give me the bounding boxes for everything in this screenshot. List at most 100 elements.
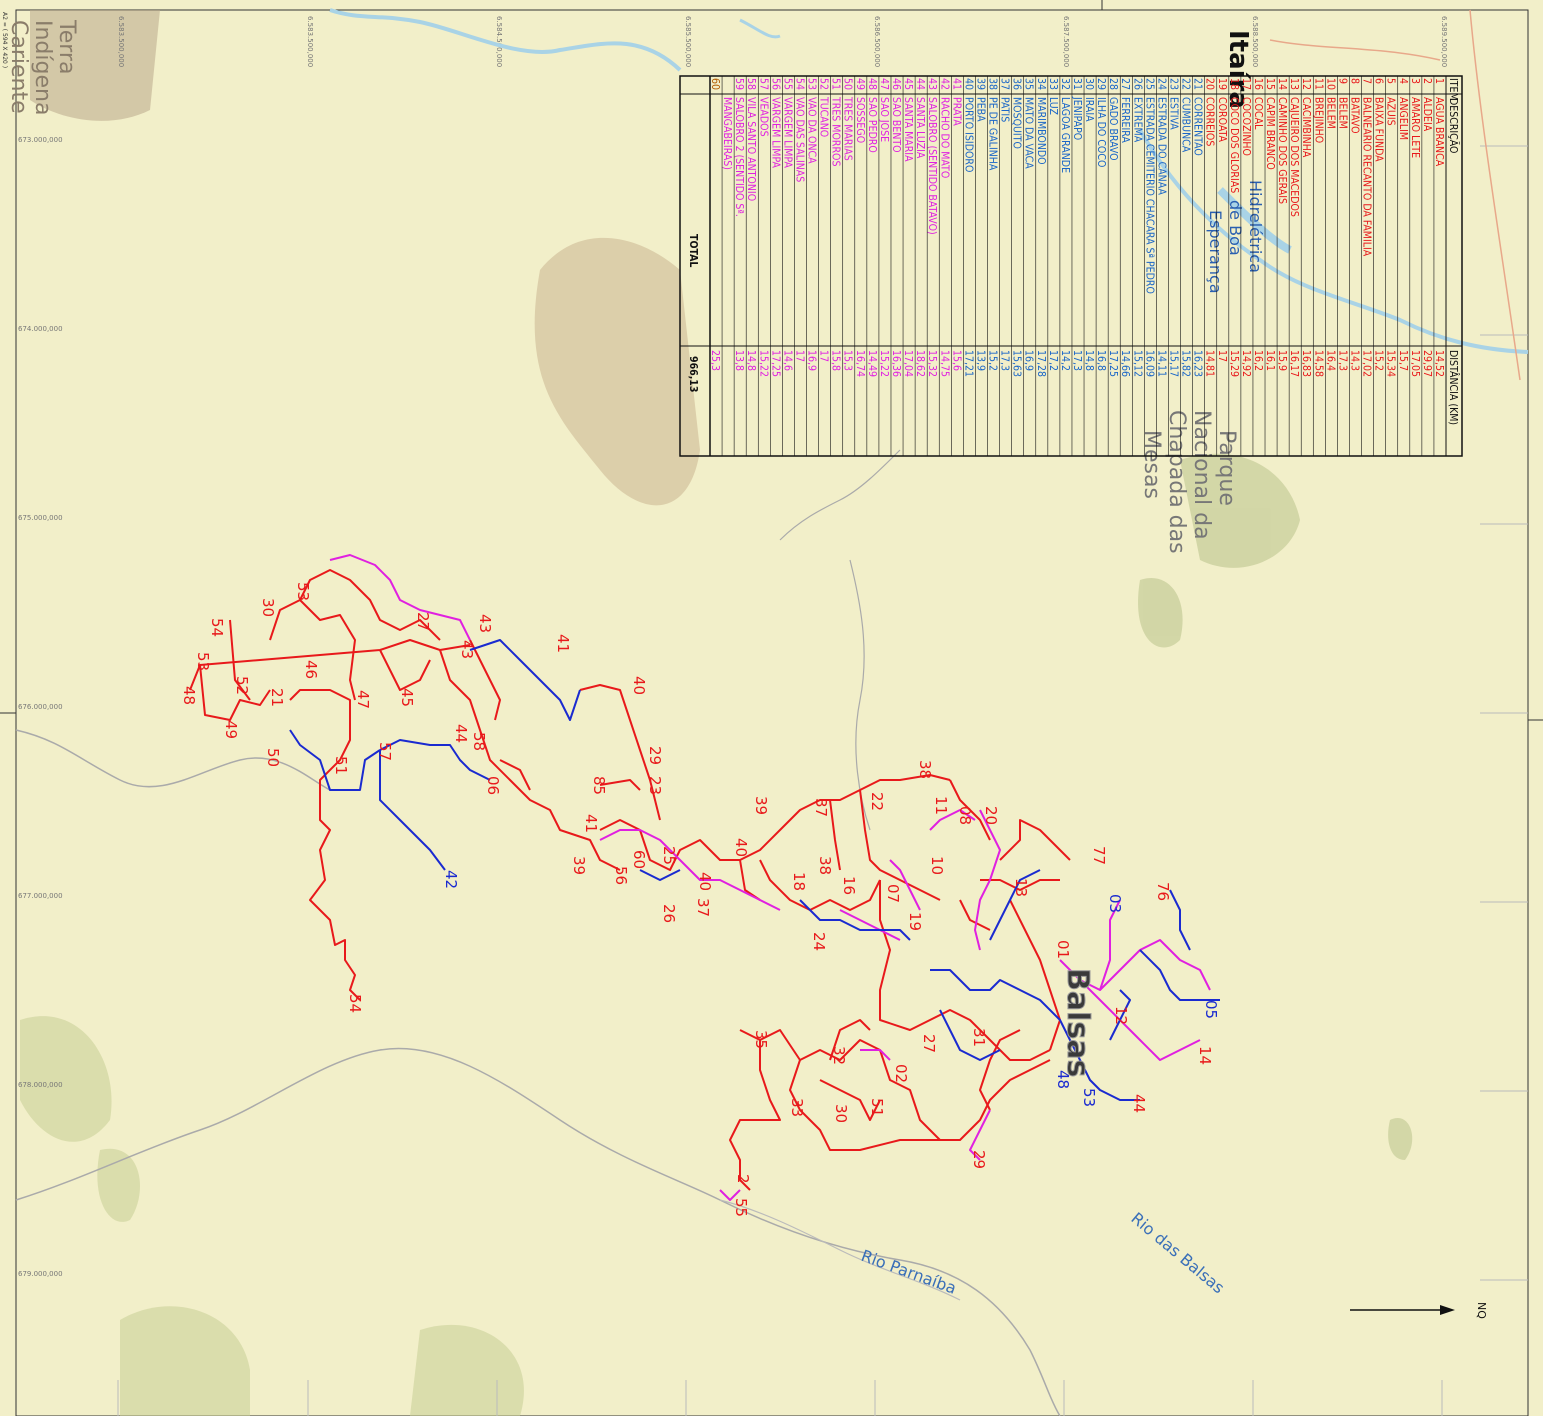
table-cell-distance: 16,83 xyxy=(1300,350,1312,377)
table-cell-description: COCAL xyxy=(1252,97,1264,130)
table-cell-item: 9 xyxy=(1336,78,1348,84)
table-cell-distance: 17 xyxy=(793,350,805,362)
table-cell-distance: 16,09 xyxy=(1143,350,1155,377)
table-cell-distance: 14,92 xyxy=(1240,350,1252,377)
table-cell-description: CORRENTAO xyxy=(1192,97,1204,156)
table-cell-distance: 18,62 xyxy=(914,350,926,377)
table-cell-item: 19 xyxy=(1216,78,1228,90)
route-label: 23 xyxy=(646,776,664,795)
table-cell-description: ILHA DO COCO xyxy=(1095,97,1107,167)
route-label: 37 xyxy=(812,798,830,817)
route-label: 40 xyxy=(630,676,648,695)
route-label: 46 xyxy=(302,660,320,679)
route-label: 45 xyxy=(398,688,416,707)
table-cell-item: 42 xyxy=(938,78,950,90)
route-label: 44 xyxy=(452,724,470,743)
table-cell-item: 15 xyxy=(1264,78,1276,90)
table-cell-item: 2 xyxy=(1421,78,1433,84)
route-label: 07 xyxy=(884,884,902,903)
route-label: 41 xyxy=(554,634,572,653)
y-grid-label-0: 673.000,000 xyxy=(18,136,63,144)
table-cell-item: 22 xyxy=(1180,78,1192,90)
route-label: 48 xyxy=(180,686,198,705)
y-grid-label-5: 678.000,000 xyxy=(18,1081,63,1089)
sheet-size-label: A2 = ( 594 X 420 ) xyxy=(1,12,8,68)
table-cell-description: SANTA LUZIA xyxy=(914,97,926,159)
table-border xyxy=(679,75,1463,457)
table-cell-description: ESTRADA DO CANAA xyxy=(1155,97,1167,195)
table-cell-distance: 16,74 xyxy=(854,350,866,377)
table-cell-item: 18 xyxy=(1228,78,1240,90)
route-label: 32 xyxy=(830,1046,848,1065)
table-cell-item: 53 xyxy=(806,78,818,90)
table-cell-distance: 15,2 xyxy=(987,350,999,371)
route-label: 52 xyxy=(233,676,251,695)
table-cell-description: AMARO LETE xyxy=(1409,97,1421,158)
table-cell-description: BREJINHO xyxy=(1312,97,1324,143)
x-grid-label-3: 6.586.500,000 xyxy=(873,16,881,67)
route-label: 51 xyxy=(868,1098,886,1117)
table-cell-description: COCOZINHO xyxy=(1240,97,1252,156)
table-cell-description: GADO BRAVO xyxy=(1107,97,1119,161)
table-cell-distance: 14,66 xyxy=(1119,350,1131,377)
table-cell-description: ALDEIA xyxy=(1421,97,1433,132)
y-grid-label-2: 675.000,000 xyxy=(18,514,63,522)
table-cell-distance: 14,8 xyxy=(1083,350,1095,371)
table-cell-description: BAIXA FUNDA xyxy=(1373,97,1385,162)
table-cell-item: 51 xyxy=(830,78,842,90)
table-cell-distance: 17,3 xyxy=(999,350,1011,371)
table-cell-description: BELEM xyxy=(1324,97,1336,129)
indigenous-land-line-3: Cariente xyxy=(6,20,31,114)
table-cell-item: 1 xyxy=(1433,78,1445,84)
table-cell-description: TRES MORROS xyxy=(830,96,842,166)
table-cell-item: 20 xyxy=(1204,78,1216,90)
route-label: 53 xyxy=(1080,1088,1098,1107)
route-label: 38 xyxy=(916,760,934,779)
table-cell-distance: 14,3 xyxy=(1348,350,1360,371)
route-label: 30 xyxy=(259,598,277,617)
table-cell-item: 6 xyxy=(1373,78,1385,84)
route-label: 44 xyxy=(1130,1094,1148,1113)
table-cell-distance: 17,02 xyxy=(1361,350,1373,377)
indigenous-land-line-1: Terra xyxy=(54,19,79,74)
route-label: 02 xyxy=(892,1064,910,1083)
table-cell-item: 59 xyxy=(733,78,745,90)
table-cell-item: 39 xyxy=(974,78,986,90)
route-label: 21 xyxy=(268,688,286,707)
table-cell-distance: 16,9 xyxy=(1023,350,1035,371)
table-cell-item: 5 xyxy=(1385,78,1397,84)
table-cell-distance: 17,3 xyxy=(1336,350,1348,371)
table-cell-item: 45 xyxy=(902,78,914,90)
table-cell-description: MATO DA VACA xyxy=(1023,97,1035,169)
table-cell-distance: 15,22 xyxy=(757,350,769,377)
route-label: 54 xyxy=(208,618,226,637)
table-cell-description: SOSSEGO xyxy=(854,97,866,143)
table-cell-item: 28 xyxy=(1107,78,1119,90)
table-cell-description: MARIMBONDO xyxy=(1035,97,1047,165)
route-label: 14 xyxy=(1196,1046,1214,1065)
grid-ticks xyxy=(117,145,1528,1416)
table-cell-distance: 15,3 xyxy=(842,350,854,371)
x-grid-label-4: 6.587.500,000 xyxy=(1062,16,1070,67)
table-cell-description: AZUIS xyxy=(1385,97,1397,126)
table-cell-distance: 17,28 xyxy=(1035,350,1047,377)
table-cell-description: LAGOA GRANDE xyxy=(1059,97,1071,173)
route-label: 49 xyxy=(222,720,240,739)
route-label: 05 xyxy=(1202,1000,1220,1019)
route-label: 2 xyxy=(734,1174,752,1184)
x-grid-label-6: 6.589.500,000 xyxy=(1440,16,1448,67)
route-label: 53 xyxy=(294,582,312,601)
route-label: 19 xyxy=(906,912,924,931)
table-cell-item: 36 xyxy=(1011,78,1023,90)
table-cell-description: ANGELIM xyxy=(1397,97,1409,140)
place-itaira: Itaíra xyxy=(1223,30,1253,109)
table-cell-description: CACIMBINHA xyxy=(1300,97,1312,158)
table-cell-distance: 16,4 xyxy=(1324,350,1336,371)
table-cell-description: CAPIM BRANCO xyxy=(1264,97,1276,170)
table-cell-distance: 15,32 xyxy=(926,350,938,377)
route-label: 12 xyxy=(1112,1006,1130,1025)
table-cell-description: MOSQUITO xyxy=(1011,97,1023,149)
